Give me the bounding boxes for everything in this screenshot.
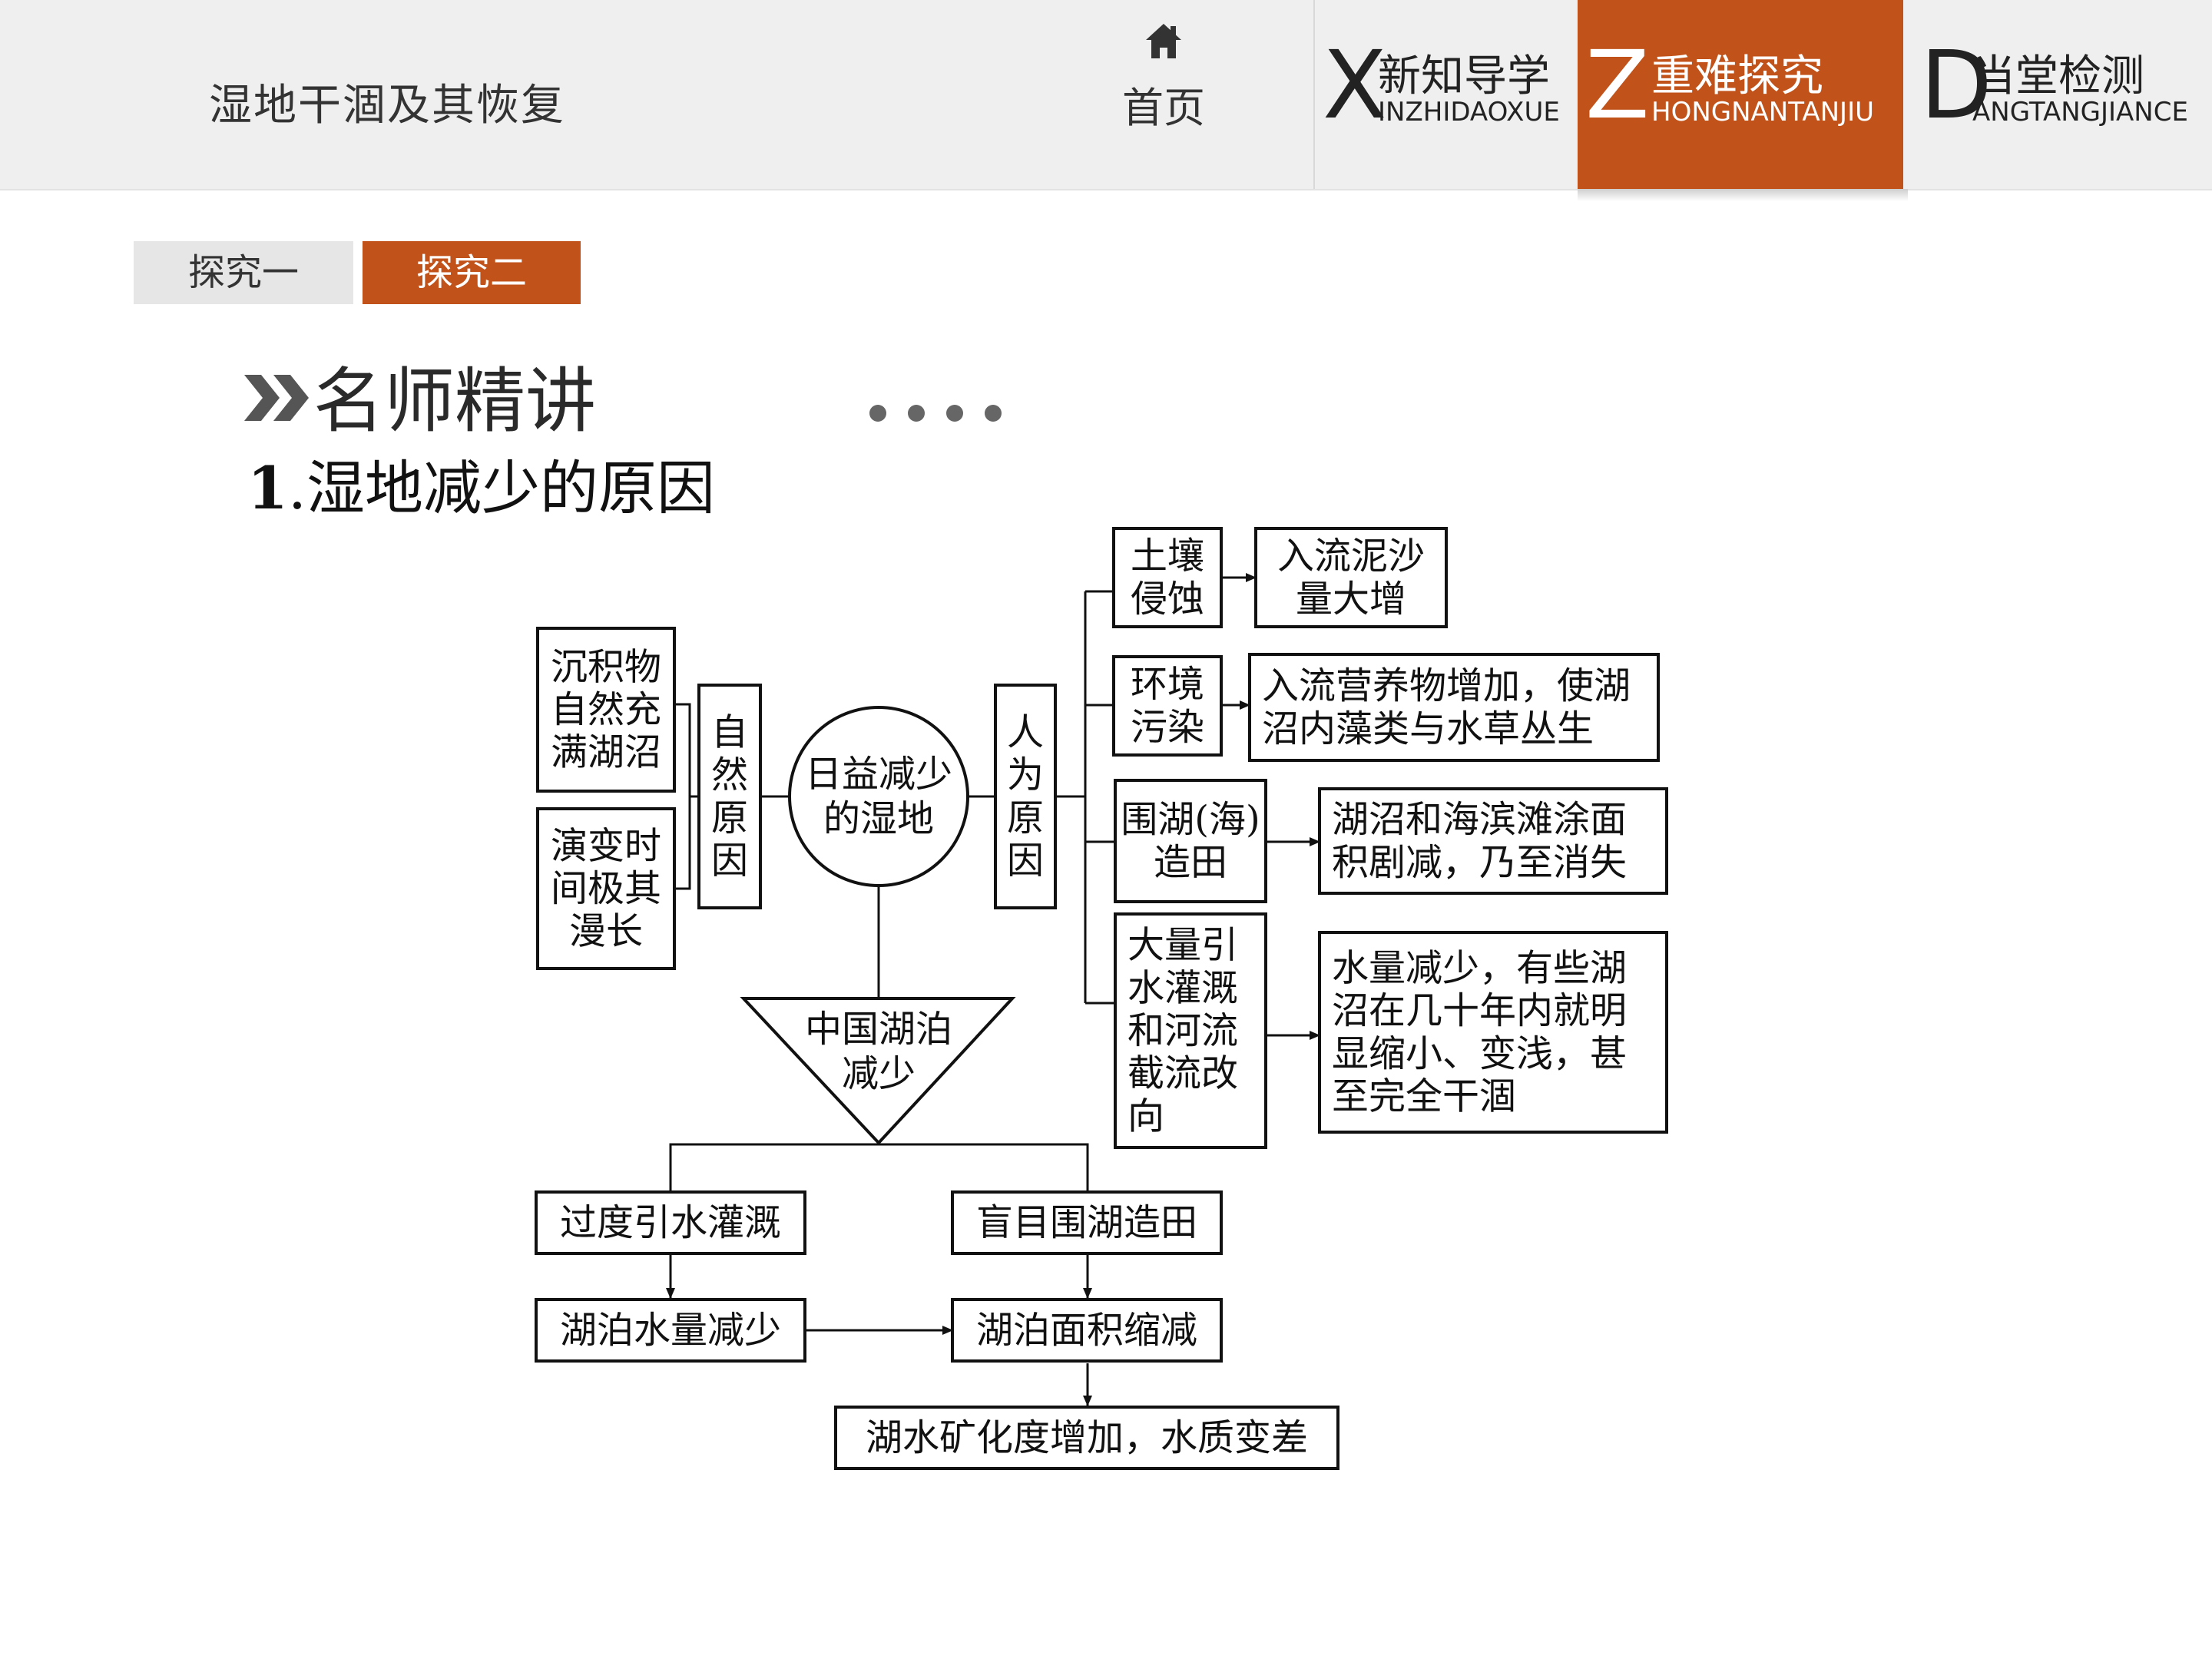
natural-causes-label-text: 自 (711, 710, 748, 753)
effect-shoreline-loss-box (1318, 787, 1668, 895)
effect-shoreline-loss-text: 积剧减，乃至消失 (1332, 841, 1627, 884)
tab-pinyin: ANGTANGJIANCE (1972, 97, 2188, 127)
natural-causes-label-box (697, 684, 762, 909)
flow-water-decrease-text: 湖泊水量减少 (560, 1309, 781, 1352)
human-causes-label-text: 人 (1007, 710, 1044, 753)
effect-algae-growth-text: 沼内藻类与水草丛生 (1262, 707, 1594, 750)
subtitle: 1.湿地减少的原因 (247, 441, 715, 525)
cause-water-diversion-text: 和河流 (1128, 1009, 1238, 1052)
natural-cause-slow-evolution-box (536, 807, 676, 970)
cause-water-diversion-text: 大量引 (1128, 924, 1238, 967)
wetland-center-text: 的湿地 (823, 797, 934, 840)
tab-dangtangjiance[interactable]: D 当堂检测 ANGTANGJIANCE (1912, 0, 2212, 189)
natural-cause-sediment-text: 自然充 (551, 688, 661, 731)
tab-initial: D (1920, 31, 1992, 140)
flow-over-irrigation-text: 过度引水灌溉 (560, 1201, 781, 1244)
tab-pinyin: INZHIDAOXUE (1378, 97, 1560, 127)
cause-water-diversion-box (1114, 912, 1267, 1149)
cause-water-diversion-text: 水灌溉 (1128, 966, 1238, 1009)
diagram-connector (674, 703, 691, 890)
wetland-center-circle (788, 706, 969, 887)
flow-blind-reclamation-text: 盲目围湖造田 (976, 1201, 1197, 1244)
effect-lake-shrinking-text: 显缩小、变浅，甚 (1332, 1032, 1627, 1075)
effect-lake-shrinking-text: 至完全干涸 (1332, 1075, 1516, 1118)
effect-algae-growth-text: 入流营养物增加，使湖 (1262, 664, 1631, 707)
human-causes-label-text: 为 (1007, 753, 1044, 796)
china-lakes-triangle (740, 997, 1016, 1145)
natural-cause-slow-evolution-text: 间极其 (551, 867, 661, 910)
effect-lake-shrinking-text: 水量减少，有些湖 (1332, 946, 1627, 989)
tab-label: 当堂检测 (1972, 51, 2144, 101)
human-causes-label-text: 原 (1007, 796, 1044, 839)
top-navigation-bar: 湿地干涸及其恢复 首页 X 新知导学 INZHIDAOXUE Z 重难探究 HO… (0, 0, 2212, 190)
effect-sediment-increase-text: 量大增 (1296, 578, 1406, 621)
natural-cause-slow-evolution-text: 演变时 (551, 824, 661, 867)
home-icon (1146, 24, 1181, 58)
subtitle-number: 1 (247, 454, 288, 522)
natural-cause-sediment-text: 满湖沼 (551, 731, 661, 774)
effect-lake-shrinking-box (1318, 931, 1668, 1134)
wetland-center-text: 日益减少 (805, 753, 952, 796)
subtab-tanjiu-2[interactable]: 探究二 (363, 241, 581, 304)
flow-result-text: 湖水矿化度增加，水质变差 (866, 1416, 1308, 1459)
cause-reclamation-text: 造田 (1154, 841, 1227, 884)
china-lakes-text: 减少 (842, 1052, 916, 1095)
flow-area-shrink-box (951, 1298, 1223, 1363)
cause-reclamation-text: 围湖(海) (1121, 798, 1260, 841)
natural-cause-slow-evolution-text: 漫长 (569, 910, 643, 953)
cause-pollution-box (1112, 655, 1223, 757)
page-title: 湿地干涸及其恢复 (209, 81, 565, 131)
active-tab-shadow (1578, 189, 1908, 201)
cause-soil-erosion-box (1112, 527, 1223, 628)
subtab-tanjiu-1[interactable]: 探究一 (134, 241, 353, 304)
flow-water-decrease-box (535, 1298, 806, 1363)
cause-pollution-text: 环境 (1131, 663, 1204, 706)
tab-zhongnantanjiu[interactable]: Z 重难探究 HONGNANTANJIU (1578, 0, 1903, 189)
china-lakes-text: 中国湖泊 (805, 1008, 952, 1051)
home-label: 首页 (1122, 84, 1205, 132)
cause-water-diversion-text: 截流改 (1128, 1052, 1238, 1095)
nav-divider (1313, 0, 1315, 189)
human-causes-label-text: 因 (1007, 839, 1044, 882)
home-button[interactable]: 首页 (1106, 22, 1221, 144)
human-causes-label-box (994, 684, 1057, 909)
cause-soil-erosion-text: 侵蚀 (1131, 578, 1204, 621)
flow-area-shrink-text: 湖泊面积缩减 (976, 1309, 1197, 1352)
effect-algae-growth-box (1248, 653, 1660, 762)
cause-soil-erosion-text: 土壤 (1131, 535, 1204, 578)
tab-label: 新知导学 (1378, 51, 1550, 101)
natural-cause-sediment-box (536, 627, 676, 793)
tab-initial: X (1323, 31, 1387, 140)
effect-shoreline-loss-text: 湖沼和海滨滩涂面 (1332, 798, 1627, 841)
effect-sediment-increase-text: 入流泥沙 (1277, 535, 1425, 578)
cause-water-diversion-text: 向 (1128, 1094, 1164, 1137)
cause-pollution-text: 污染 (1131, 706, 1204, 749)
natural-causes-label-text: 然 (711, 753, 748, 796)
dots-decoration (869, 405, 1002, 422)
tab-initial: Z (1585, 31, 1650, 140)
subtitle-text: .湿地减少的原因 (287, 454, 716, 522)
effect-sediment-increase-box (1254, 527, 1448, 628)
tab-xinzhidaoxue[interactable]: X 新知导学 INZHIDAOXUE (1315, 0, 1576, 189)
natural-causes-label-text: 原 (711, 796, 748, 839)
cause-reclamation-box (1114, 779, 1267, 903)
tab-label: 重难探究 (1651, 51, 1823, 101)
natural-causes-label-text: 因 (711, 839, 748, 882)
tab-pinyin: HONGNANTANJIU (1651, 97, 1874, 127)
flow-result-box (834, 1406, 1339, 1470)
section-heading-text: 名师精讲 (313, 360, 597, 442)
flow-over-irrigation-box (535, 1190, 806, 1255)
effect-lake-shrinking-text: 沼在几十年内就明 (1332, 989, 1627, 1032)
natural-cause-sediment-text: 沉积物 (551, 645, 661, 688)
flow-blind-reclamation-box (951, 1190, 1223, 1255)
double-chevron-icon (244, 375, 309, 421)
